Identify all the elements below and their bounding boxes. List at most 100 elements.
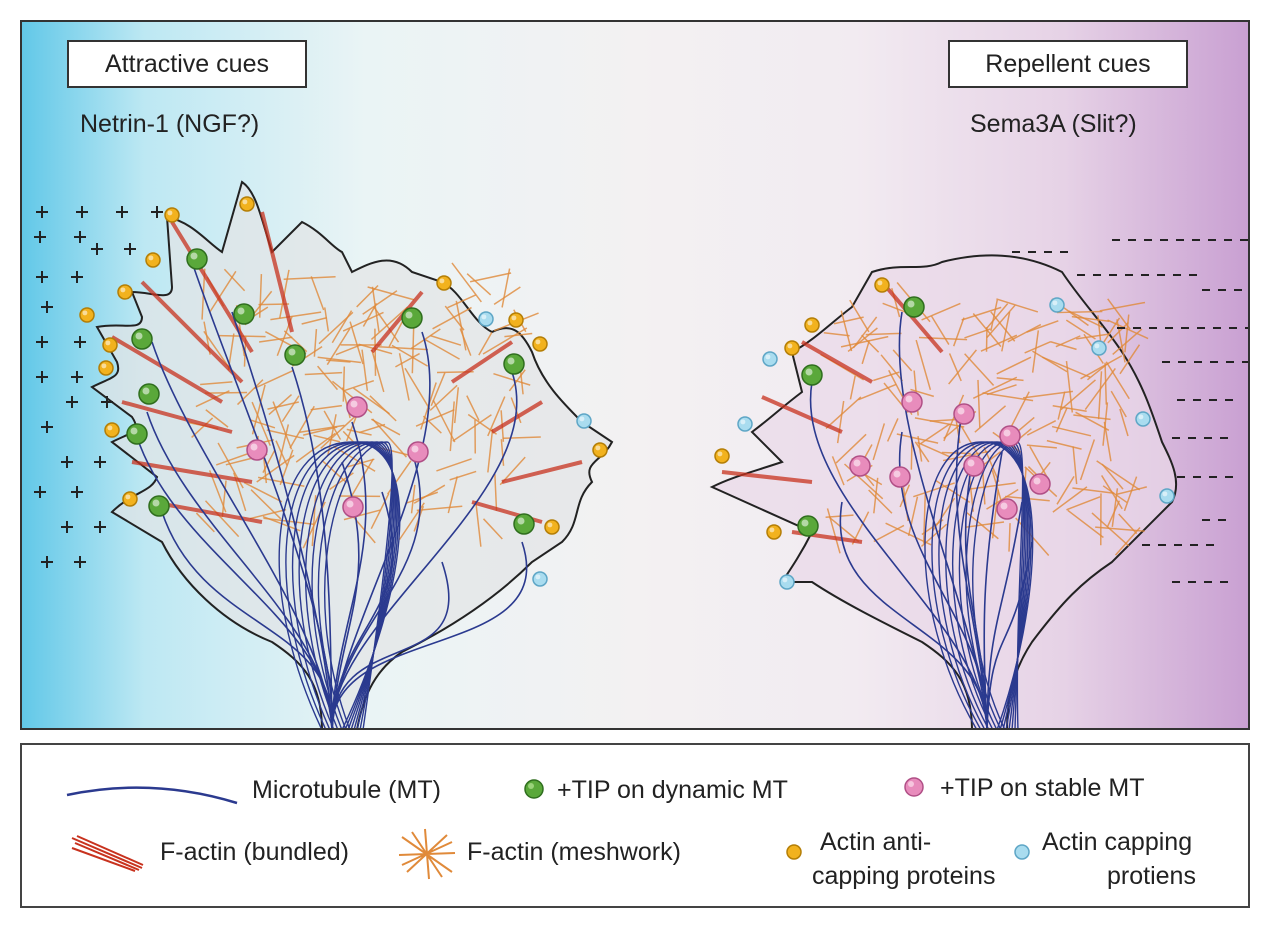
anti-capping-marker-highlight [807, 320, 813, 326]
left-actin-meshwork [281, 395, 300, 423]
right-actin-meshwork [861, 334, 880, 353]
right-actin-meshwork [1056, 310, 1103, 314]
right-microtubule [839, 501, 988, 728]
right-actin-meshwork [907, 496, 919, 537]
capping-marker [1159, 488, 1175, 504]
right-actin-meshwork [921, 302, 961, 321]
left-microtubule [331, 561, 450, 728]
left-actin-meshwork [343, 380, 375, 392]
legend-anti-capping-line1: Actin anti- [820, 828, 932, 856]
right-actin-meshwork [1046, 439, 1082, 450]
capping-legend-icon [1014, 844, 1030, 860]
right-actin-meshwork [899, 484, 911, 508]
left-actin-meshwork [369, 395, 397, 422]
right-actin-meshwork [825, 396, 862, 429]
tip-dynamic-marker [186, 248, 208, 270]
right-actin-meshwork [865, 332, 902, 336]
capping-marker-highlight [765, 354, 771, 360]
left-actin-meshwork [310, 276, 325, 311]
left-actin-meshwork [398, 353, 410, 401]
anti-capping-marker [544, 519, 560, 535]
tip-stable-marker-highlight [893, 470, 901, 478]
right-actin-meshwork [964, 328, 991, 339]
left-actin-meshwork [370, 493, 390, 530]
tip-dynamic-marker [513, 513, 535, 535]
right-actin-meshwork [1008, 523, 1011, 552]
left-microtubule [331, 541, 528, 728]
diagram-panel: Attractive cues Netrin-1 (NGF?) Repellen… [20, 20, 1250, 730]
tip-dynamic-marker-highlight [288, 348, 296, 356]
left-actin-meshwork [436, 458, 472, 472]
left-actin-meshwork [310, 404, 342, 411]
left-actin-meshwork [268, 393, 293, 416]
left-actin-meshwork [459, 328, 472, 356]
tip-stable-marker [1029, 473, 1051, 495]
anti-capping-marker [766, 524, 782, 540]
factin-meshwork-legend-icon [398, 828, 456, 880]
tip-stable-legend-icon [904, 777, 924, 797]
anti-capping-marker-highlight [547, 522, 553, 528]
right-actin-meshwork [1079, 439, 1096, 481]
left-actin-meshwork [487, 396, 506, 437]
tip-dynamic-legend-icon [524, 779, 544, 799]
left-bundled-actin [110, 335, 224, 404]
left-actin-meshwork [253, 369, 295, 390]
left-actin-meshwork [410, 328, 441, 350]
right-actin-meshwork [835, 433, 867, 464]
legend-factin-meshwork-label: F-actin (meshwork) [467, 838, 681, 866]
capping-marker [532, 571, 548, 587]
left-actin-meshwork [432, 306, 472, 330]
tip-stable-marker-highlight [957, 407, 965, 415]
capping-marker [1135, 411, 1151, 427]
left-actin-meshwork [449, 401, 455, 452]
tip-dynamic-marker [903, 296, 925, 318]
right-actin-meshwork [1029, 445, 1050, 481]
anti-capping-marker [102, 337, 118, 353]
tip-stable-marker-highlight [853, 459, 861, 467]
right-actin-meshwork [1105, 361, 1130, 400]
left-actin-meshwork [258, 336, 293, 343]
right-actin-meshwork [1065, 360, 1074, 413]
anti-capping-marker [436, 275, 452, 291]
capping-marker-highlight [481, 314, 487, 320]
tip-stable-marker [963, 455, 985, 477]
tip-stable-marker-highlight [967, 459, 975, 467]
right-actin-meshwork [1051, 425, 1092, 437]
anti-capping-marker-highlight [511, 315, 517, 321]
left-actin-meshwork [444, 305, 465, 331]
right-actin-meshwork [1123, 476, 1138, 512]
anti-capping-marker [104, 422, 120, 438]
left-bundled-actin [140, 280, 244, 384]
capping-marker [1091, 340, 1107, 356]
right-actin-meshwork [1055, 335, 1081, 348]
anti-capping-marker-highlight [717, 451, 723, 457]
tip-stable-marker-highlight [905, 395, 913, 403]
right-actin-meshwork [849, 375, 856, 400]
right-actin-meshwork [967, 482, 1016, 491]
anti-capping-marker [874, 277, 890, 293]
capping-marker [779, 574, 795, 590]
tip-dynamic-marker-highlight [907, 300, 915, 308]
left-actin-meshwork [482, 518, 503, 540]
right-actin-meshwork [930, 315, 950, 345]
anti-capping-marker [117, 284, 133, 300]
right-actin-meshwork [1102, 485, 1128, 504]
anti-capping-marker [145, 252, 161, 268]
right-actin-meshwork [1026, 419, 1057, 436]
anti-capping-marker [164, 207, 180, 223]
right-actin-meshwork [996, 377, 1024, 382]
left-actin-meshwork [250, 489, 282, 520]
right-actin-meshwork [1119, 344, 1141, 375]
right-actin-meshwork [1026, 320, 1059, 333]
right-actin-meshwork [872, 423, 886, 461]
right-actin-meshwork [1066, 496, 1101, 511]
right-bundled-actin [721, 470, 813, 484]
left-actin-meshwork [469, 272, 512, 283]
right-actin-meshwork [823, 331, 850, 337]
right-actin-meshwork [1076, 333, 1110, 340]
right-actin-meshwork [918, 336, 968, 341]
tip-dynamic-marker-highlight [507, 357, 515, 365]
anti-capping-marker [714, 448, 730, 464]
legend-anti-capping-line2: capping proteins [812, 862, 996, 890]
repellent-cues-label: Repellent cues [985, 49, 1151, 78]
